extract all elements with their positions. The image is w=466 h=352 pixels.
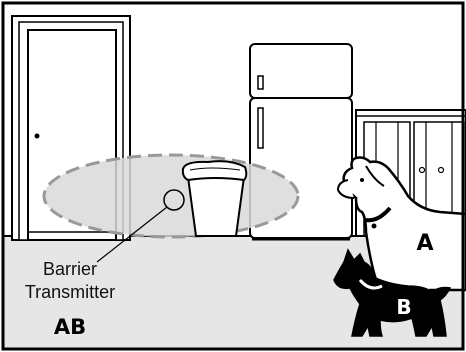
callout-label-line1: Barrier <box>43 259 97 279</box>
dog-b-label: B <box>396 295 411 319</box>
dog-a-label: A <box>416 231 433 256</box>
callout-label-line2: Transmitter <box>25 282 115 302</box>
barrier-zone <box>44 155 298 237</box>
callout-code: AB <box>54 315 86 339</box>
